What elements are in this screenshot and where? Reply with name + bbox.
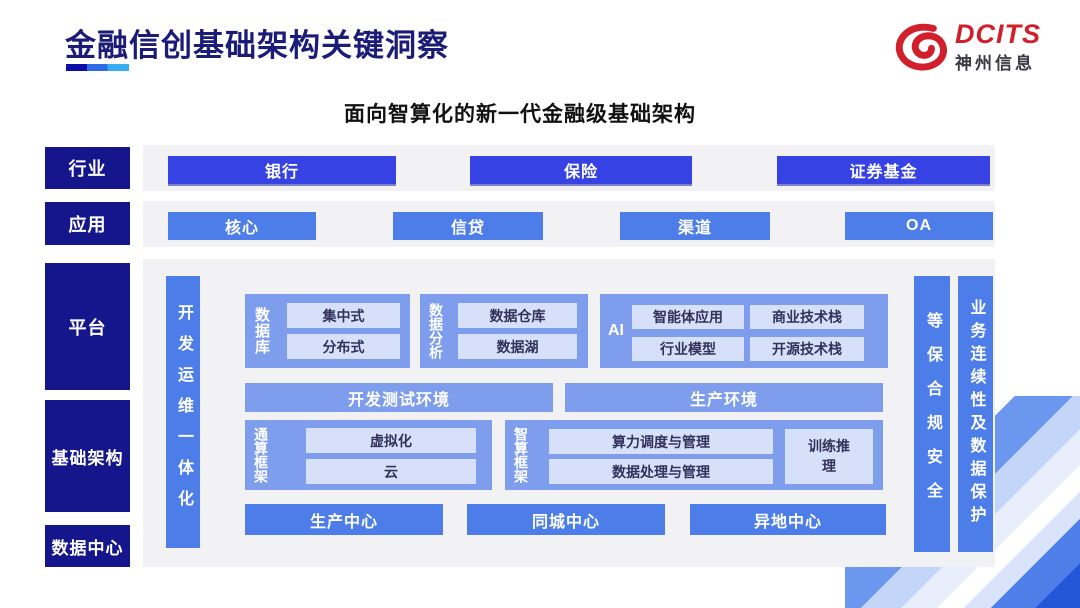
side-label-infrastructure: 基础架构: [45, 400, 130, 512]
database-group-label: 数据库: [253, 307, 270, 355]
data-analytics-group: 数据分析 数据仓库 数据湖: [420, 294, 588, 368]
dev-test-environment-bar: 开发测试环境: [245, 383, 553, 412]
production-environment-bar: 生产环境: [565, 383, 883, 412]
logo-brand-text: DCITS: [955, 18, 1041, 49]
side-label-datacenter: 数据中心: [45, 525, 130, 567]
application-block-channel: 渠道: [620, 212, 770, 240]
ai-item-open-source-stack: 开源技术栈: [750, 337, 864, 361]
analytics-item-data-warehouse: 数据仓库: [458, 303, 577, 328]
center-production: 生产中心: [245, 504, 443, 535]
intelligent-compute-item-scheduling: 算力调度与管理: [549, 429, 773, 454]
application-block-core: 核心: [168, 212, 316, 240]
company-logo: DCITS 神州信息: [893, 18, 1053, 76]
logo-swirl-icon: [895, 23, 947, 71]
ai-item-industry-model: 行业模型: [632, 337, 744, 361]
business-continuity-label: 业务连续性及数据保护: [967, 299, 985, 529]
industry-block-insurance: 保险: [470, 156, 692, 184]
center-remote: 异地中心: [690, 504, 886, 535]
devops-integration-bar: 开发运维一体化: [166, 276, 200, 548]
industry-block-bank: 银行: [168, 156, 396, 184]
ai-group-label: AI: [608, 322, 624, 339]
industry-block-securities-funds: 证券基金: [777, 156, 990, 184]
database-group: 数据库 集中式 分布式: [245, 294, 410, 368]
data-analytics-group-label-wrap: 数据分析: [426, 294, 446, 368]
general-compute-label: 通算框架: [253, 427, 269, 483]
general-compute-label-wrap: 通算框架: [251, 420, 271, 490]
intelligent-compute-label-wrap: 智算框架: [511, 420, 531, 490]
side-label-platform: 平台: [45, 263, 130, 390]
ai-item-commercial-stack: 商业技术栈: [750, 305, 864, 329]
intelligent-compute-item-data-processing: 数据处理与管理: [549, 459, 773, 484]
database-item-centralized: 集中式: [287, 303, 400, 328]
page-title: 金融信创基础架构关键洞察: [65, 28, 449, 63]
side-label-application: 应用: [45, 202, 130, 245]
side-label-industry: 行业: [45, 147, 130, 189]
database-item-distributed: 分布式: [287, 334, 400, 359]
application-block-oa: OA: [845, 212, 993, 240]
security-compliance-bar: 等保合规安全: [914, 276, 950, 552]
intelligent-compute-item-train-inference: 训练推理: [785, 429, 873, 484]
center-same-city: 同城中心: [467, 504, 665, 535]
general-compute-item-cloud: 云: [306, 459, 476, 484]
business-continuity-bar: 业务连续性及数据保护: [958, 276, 993, 552]
title-underline-bar: [66, 64, 129, 71]
database-group-label-wrap: 数据库: [251, 294, 272, 368]
intelligent-compute-label: 智算框架: [513, 427, 529, 483]
diagram-title: 面向智算化的新一代金融级基础架构: [344, 103, 696, 126]
intelligent-compute-group: 智算框架 算力调度与管理 数据处理与管理 训练推理: [505, 420, 883, 490]
general-compute-group: 通算框架 虚拟化 云: [245, 420, 492, 490]
application-block-credit: 信贷: [393, 212, 543, 240]
security-compliance-label: 等保合规安全: [924, 312, 941, 516]
devops-integration-label: 开发运维一体化: [175, 303, 192, 521]
data-analytics-group-label: 数据分析: [428, 303, 444, 359]
ai-group: AI 智能体应用 商业技术栈 行业模型 开源技术栈: [600, 294, 888, 368]
analytics-item-data-lake: 数据湖: [458, 334, 577, 359]
general-compute-item-virtualization: 虚拟化: [306, 428, 476, 453]
ai-item-agent-application: 智能体应用: [632, 305, 744, 329]
logo-company-text: 神州信息: [955, 53, 1035, 73]
